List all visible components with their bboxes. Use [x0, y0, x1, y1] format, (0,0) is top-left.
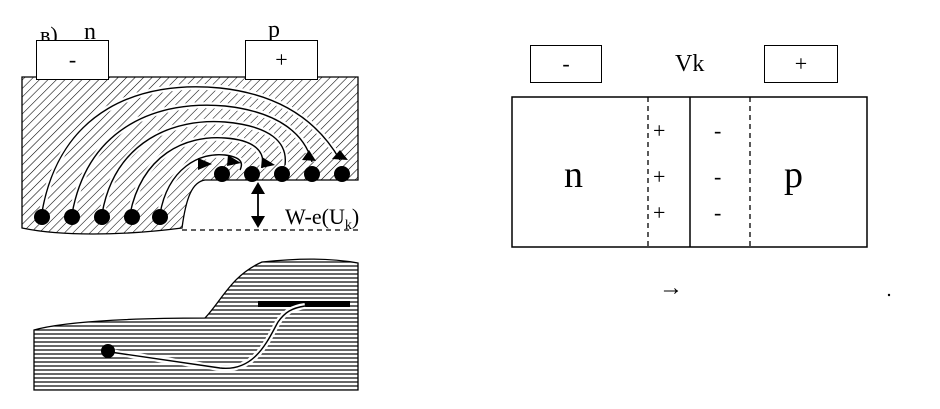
energy-label-close: )	[351, 204, 360, 229]
stray-dot	[887, 293, 891, 297]
left-p-label: p	[268, 17, 280, 43]
energy-label-sub: k	[344, 218, 352, 233]
negative-charge-3: -	[714, 200, 722, 225]
left-n-label: n	[84, 19, 96, 45]
energy-label: W-e(Uk)	[285, 206, 359, 233]
right-minus-contact: -	[530, 45, 602, 83]
field-line-3	[101, 120, 286, 215]
right-p-label: p	[784, 154, 803, 196]
negative-charge-2: -	[714, 164, 722, 189]
field-lines	[39, 83, 343, 215]
field-line-4	[129, 137, 264, 215]
direction-arrow: →	[659, 275, 683, 301]
electrons-low-level	[34, 209, 168, 225]
positive-charge-1: +	[653, 118, 666, 143]
voltage-label: Vk	[675, 51, 705, 77]
electrons-high-level	[214, 166, 350, 182]
energy-gap-arrow	[251, 182, 265, 228]
horizontal-hatched-region	[33, 258, 359, 391]
field-line-5	[159, 153, 243, 215]
energy-label-main: W-e(U	[285, 204, 345, 229]
left-minus-contact: -	[36, 40, 109, 80]
negative-charge-1: -	[714, 118, 722, 143]
bottom-curves	[109, 303, 306, 372]
electron-bottom	[101, 344, 115, 358]
field-line-1	[41, 86, 341, 213]
field-line-2	[71, 104, 313, 215]
right-plus-contact: +	[764, 45, 838, 83]
right-n-label: n	[564, 154, 583, 196]
positive-charge-3: +	[653, 200, 666, 225]
left-plus-contact: +	[245, 40, 318, 80]
positive-charge-2: +	[653, 164, 666, 189]
flow-arrowheads	[198, 150, 348, 170]
